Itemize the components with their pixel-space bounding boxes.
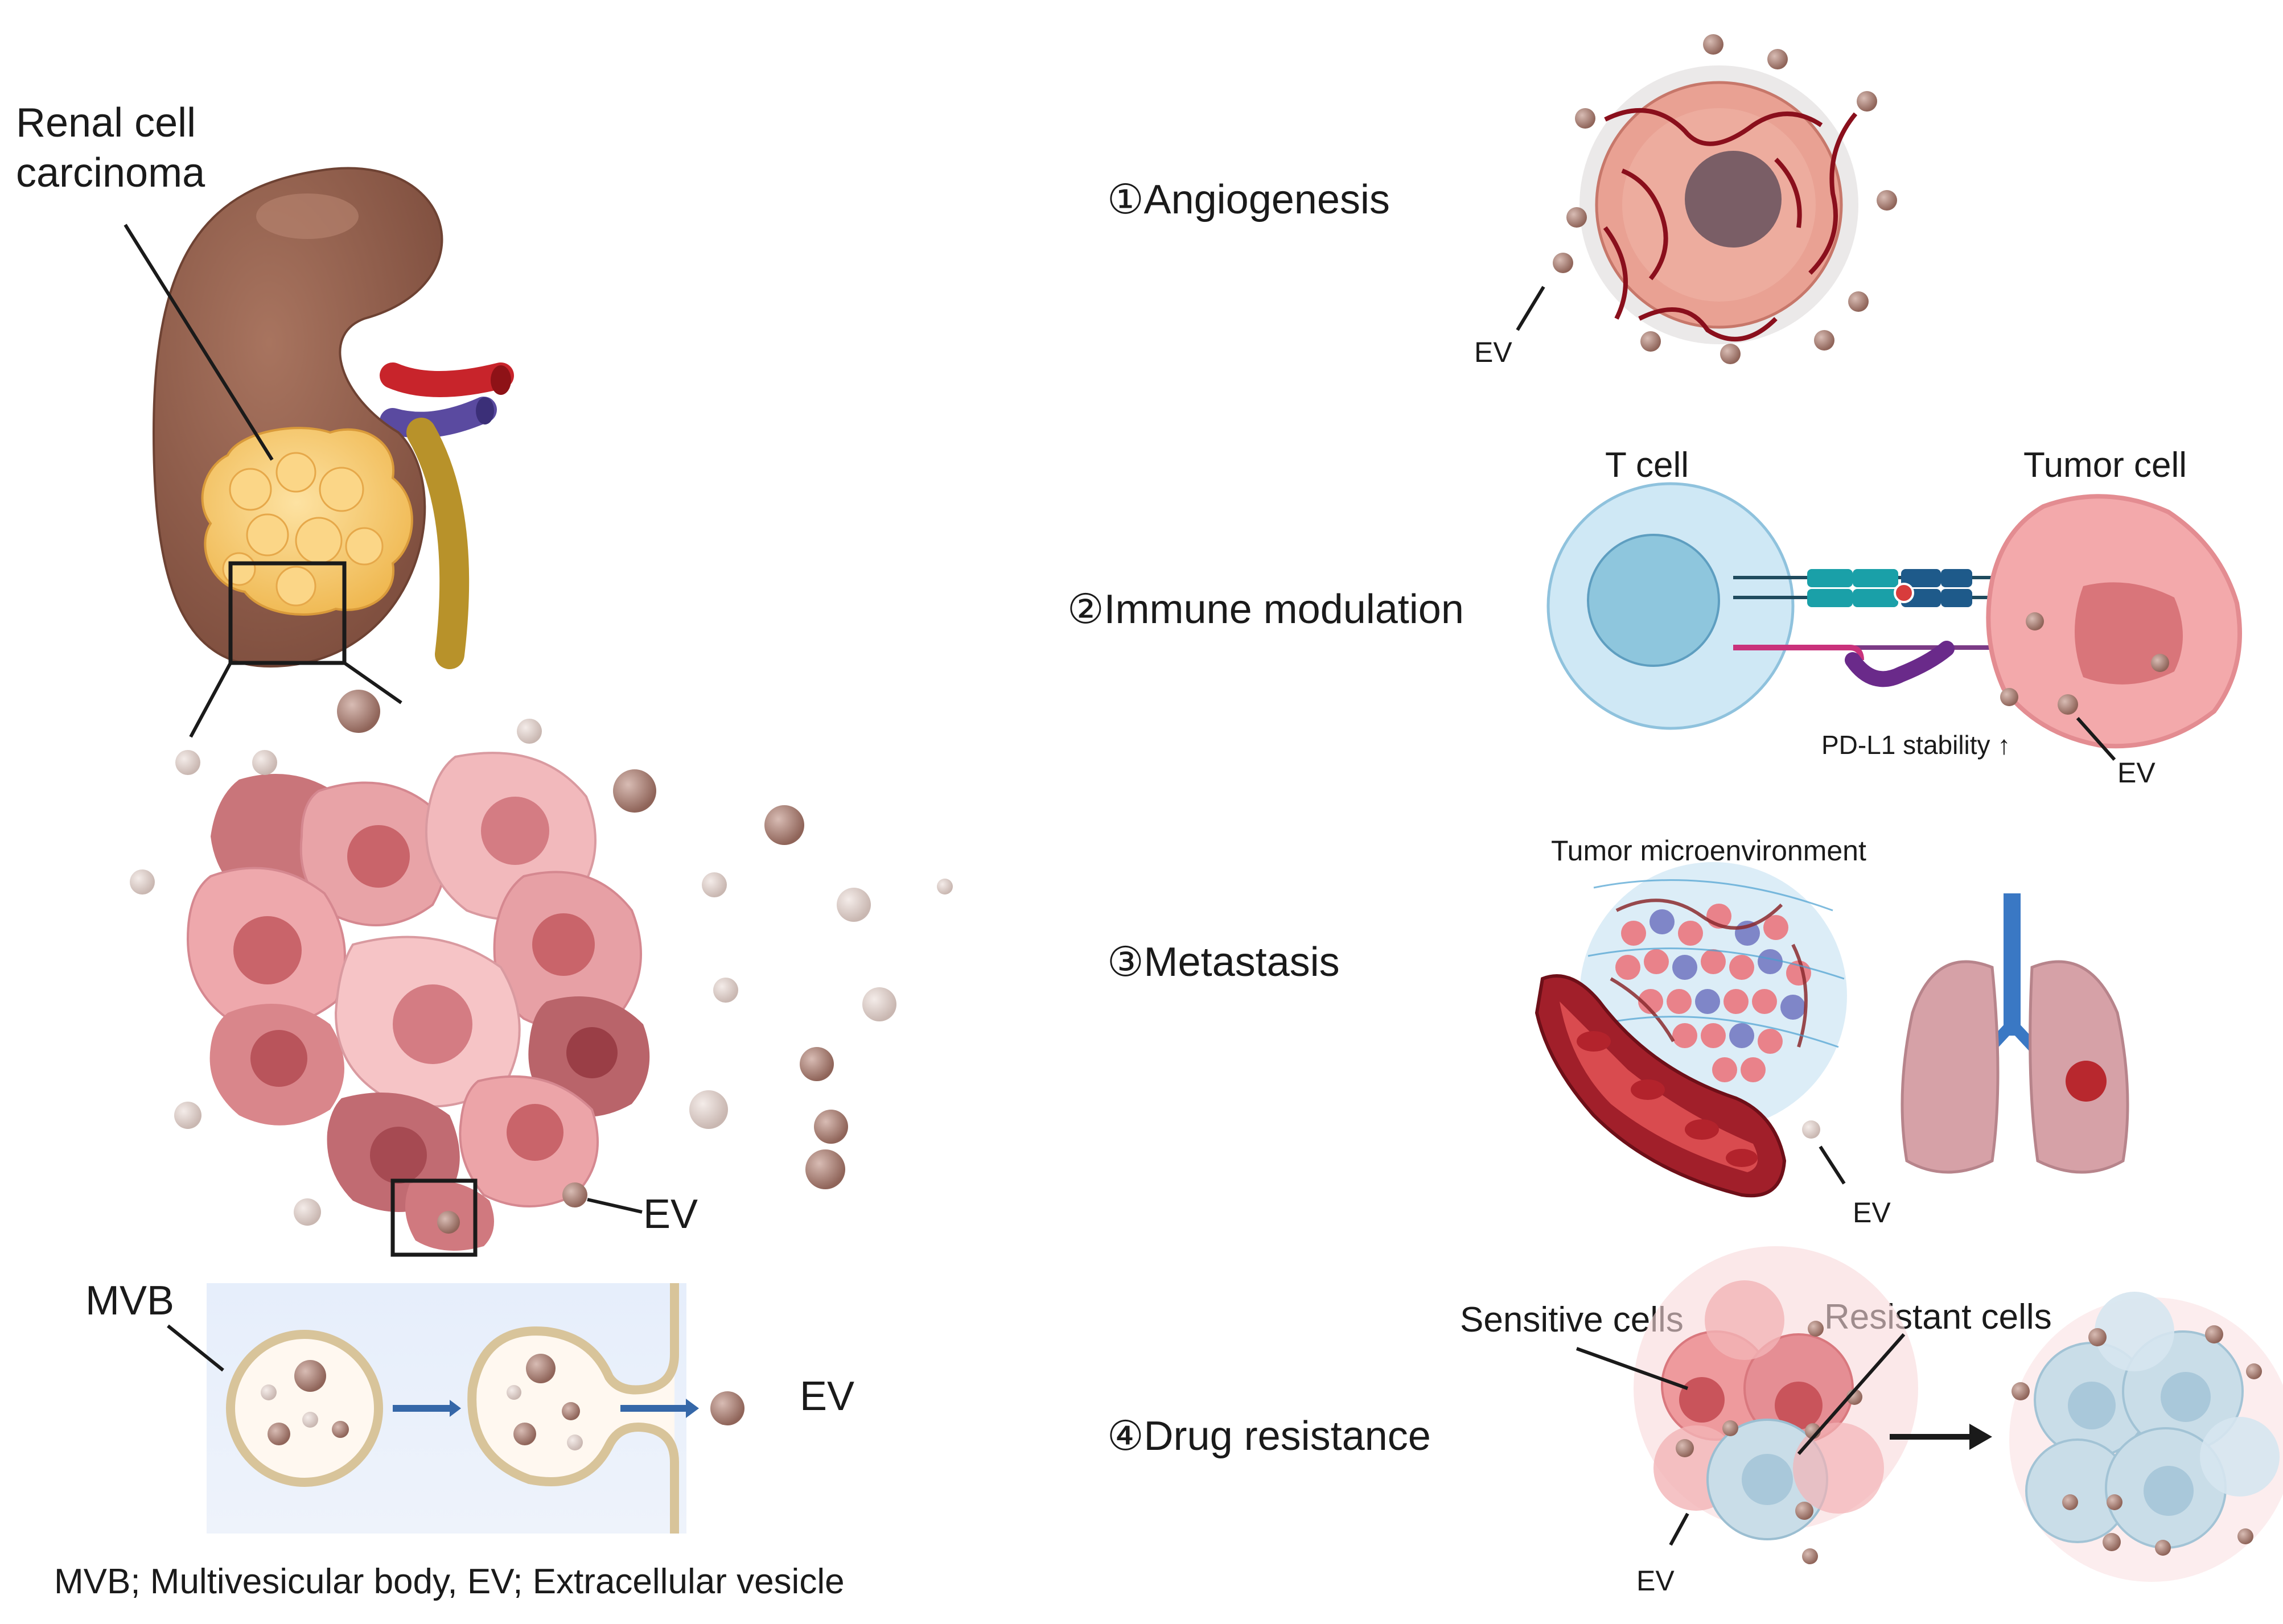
ev-label-immune: EV [2117, 757, 2156, 789]
ev-particle [517, 719, 542, 744]
ev-particle-immune [2058, 694, 2078, 715]
released-ev [710, 1391, 744, 1425]
mvb-label: MVB [85, 1278, 174, 1324]
ev-particle [437, 1211, 460, 1234]
drug-resistance-panel: Sensitive cells Resistant cells EV [1460, 1246, 2283, 1597]
trachea [2004, 893, 2021, 1036]
lungs [1901, 893, 2129, 1174]
ev-particle [294, 1198, 321, 1226]
ev-leader-drug [1669, 1512, 1689, 1546]
ev-particle [837, 888, 871, 922]
sensitive-leader [1576, 1347, 1689, 1390]
resistant-cell-cluster [2009, 1292, 2283, 1582]
cancer-cell [209, 1004, 344, 1126]
title-metastasis: ③Metastasis [1107, 939, 1340, 985]
ev-particle [337, 690, 380, 733]
pdl1-stability-label: PD-L1 stability ↑ [1821, 730, 2010, 760]
ev-particle [562, 1182, 587, 1207]
zoom-line-right [343, 661, 402, 704]
ureter [406, 418, 470, 669]
ev-particle [764, 805, 804, 845]
kidney-panel: Renal cell carcinoma [16, 100, 514, 738]
renal-cell-carcinoma-label-line1: Renal cell [16, 100, 196, 146]
tme-fibers [1587, 879, 1845, 1048]
ev-particle [713, 978, 738, 1003]
ev-leader-angiogenesis [1516, 286, 1545, 331]
renal-tumor [201, 427, 413, 616]
ev-particles-angiogenesis [1553, 34, 1897, 364]
renal-cell-carcinoma-label-line2: carcinoma [16, 150, 205, 196]
pd1-pdl1-complex [1733, 641, 2026, 687]
tcr-mhc-complex [1733, 569, 2026, 607]
ev-particle [252, 750, 277, 775]
ev-particle-metastasis [1802, 1120, 1820, 1139]
zoom-line-left [189, 662, 232, 738]
cancer-cell [299, 781, 448, 926]
ev-leader-metastasis [1819, 1145, 1846, 1185]
function-titles: ①Angiogenesis ②Immune modulation ③Metast… [1067, 177, 1464, 1459]
ev-particle [130, 869, 155, 895]
metastasis-panel: Tumor microenvironment [1535, 835, 2129, 1229]
ev-label-mvb: EV [800, 1374, 854, 1419]
lung-metastasis [2066, 1061, 2107, 1102]
renal-vein [380, 397, 497, 438]
angiogenesis-panel: EV [1474, 34, 1897, 368]
title-angiogenesis: ①Angiogenesis [1107, 177, 1390, 222]
ev-zoom-box [390, 1178, 478, 1257]
title-immune-modulation: ②Immune modulation [1067, 587, 1464, 632]
ev-particle [800, 1047, 834, 1081]
ev-leader-immune [2076, 717, 2116, 761]
ev-label-leader-cluster [587, 1198, 643, 1214]
ev-particle [862, 987, 896, 1021]
t-cell-nucleus [1587, 534, 1720, 667]
tme-cells [1615, 904, 1811, 1082]
blood-vessels [1603, 108, 1858, 341]
mvb-vesicle [226, 1330, 383, 1487]
ev-label-drug: EV [1636, 1565, 1675, 1597]
ev-particle [814, 1110, 848, 1144]
cancer-cell [334, 935, 521, 1108]
mvb-label-leader [167, 1324, 224, 1372]
immune-panel: T cell Tumor cell PD-L1 s [1546, 446, 2242, 789]
ev-particle [613, 769, 656, 813]
caption: MVB; Multivesicular body, EV; Extracellu… [54, 1562, 845, 1601]
renal-artery [380, 362, 514, 397]
tme-vessels [1610, 898, 1808, 1048]
renal-vessels [380, 362, 514, 669]
cancer-cell [186, 867, 346, 1028]
tme-label: Tumor microenvironment [1551, 835, 1866, 867]
left-lung [1901, 960, 2000, 1174]
ev-label-angiogenesis: EV [1474, 336, 1512, 368]
ev-particles-cluster [130, 690, 953, 1234]
rcc-label-leader [124, 224, 274, 461]
tumor-cell-cluster [186, 752, 650, 1251]
ev-particle [805, 1149, 845, 1189]
ev-label-metastasis: EV [1853, 1197, 1891, 1229]
tumor-cell-label: Tumor cell [2023, 446, 2187, 485]
ev-particle [937, 879, 953, 895]
ev-label-cluster: EV [643, 1192, 698, 1237]
mvb-panel: MVB EV [85, 1278, 854, 1534]
mixed-cell-cluster [1634, 1246, 1918, 1564]
resistant-leader [1797, 1333, 1906, 1455]
cancer-cell [459, 1075, 599, 1207]
ev-particle [174, 1102, 201, 1129]
ev-particle [175, 750, 200, 775]
ev-particle [702, 872, 727, 897]
necrotic-core [1685, 151, 1782, 248]
zoom-box [228, 561, 347, 665]
title-drug-resistance: ④Drug resistance [1107, 1413, 1431, 1459]
t-cell-label: T cell [1605, 446, 1689, 485]
mvb-fusing [467, 1283, 679, 1534]
ev-particle [689, 1090, 728, 1129]
cancer-cell [493, 871, 642, 1030]
